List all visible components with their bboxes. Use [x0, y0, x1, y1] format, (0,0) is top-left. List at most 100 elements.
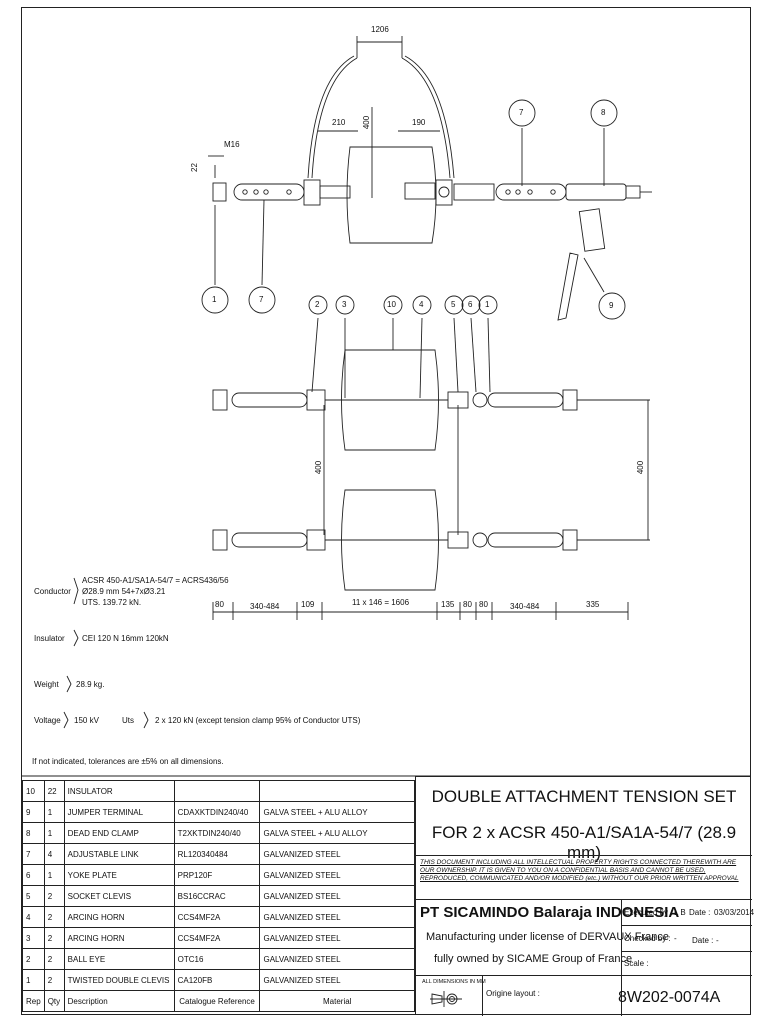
cell-desc: ARCING HORN	[63, 927, 175, 949]
cell-rep: 6	[22, 864, 45, 886]
voltage-value: 150 kV	[74, 716, 99, 725]
cell-ref: BS16CCRAC	[173, 885, 261, 907]
cell-rep: 9	[22, 801, 45, 823]
date-value: 03/03/2014	[714, 908, 755, 917]
weight-value: 28.9 kg.	[76, 680, 105, 689]
cell-qty: 1	[43, 822, 65, 844]
cell-material: GALVANIZED STEEL	[259, 927, 415, 949]
cell-material: GALVANIZED STEEL	[259, 885, 415, 907]
dim-bottom-0: 80	[215, 600, 224, 609]
checked-by-label: Checked by :	[624, 934, 671, 943]
cell-desc: INSULATOR	[63, 780, 175, 802]
conductor-label: Conductor	[34, 587, 71, 596]
dim-1206: 1206	[371, 25, 389, 34]
cell-desc: SOCKET CLEVIS	[63, 885, 175, 907]
dim-bottom-1: 340-484	[250, 602, 280, 611]
header-material: Material	[259, 990, 415, 1012]
cell-rep: 10	[22, 780, 45, 802]
dim-bottom-3: 11 x 146 = 1606	[352, 598, 410, 607]
cell-ref: T2XKTDIN240/40	[173, 822, 261, 844]
cell-qty: 2	[43, 948, 65, 970]
license-line-2: fully owned by SICAME Group of France	[434, 953, 633, 965]
drawing-title-line-2: FOR 2 x ACSR 450-A1/SA1A-54/7 (28.9 mm)	[431, 823, 737, 862]
uts-label: Uts	[122, 716, 134, 725]
dim-400-right: 400	[636, 460, 646, 475]
balloon-top-0: 7	[519, 108, 524, 117]
cell-rep: 2	[22, 948, 45, 970]
balloon-mid-1: 3	[342, 300, 347, 309]
license-line-1: Manufacturing under license of DERVAUX F…	[426, 931, 669, 943]
cell-desc: DEAD END CLAMP	[63, 822, 175, 844]
drawing-title-line-1: DOUBLE ATTACHMENT TENSION SET	[431, 787, 737, 806]
balloon-mid-0: 2	[315, 300, 320, 309]
cell-qty: 2	[43, 885, 65, 907]
date2-value: -	[716, 936, 719, 945]
date2-label: Date :	[692, 936, 714, 945]
balloon-mid-6: 1	[485, 300, 490, 309]
cell-desc: BALL EYE	[63, 948, 175, 970]
scale-label: Scale :	[624, 959, 649, 968]
drawing-code: 8W202-0074A	[618, 989, 721, 1006]
dim-400-top: 400	[362, 115, 372, 130]
dim-190: 190	[412, 118, 426, 127]
projection-symbol-icon	[430, 991, 462, 1007]
units-note: ALL DIMENSIONS IN MM	[422, 979, 486, 985]
dim-bottom-6: 80	[479, 600, 488, 609]
balloon-top-2: 1	[212, 295, 217, 304]
executed-by-label: Executed by :	[624, 908, 673, 917]
cell-desc: ADJUSTABLE LINK	[63, 843, 175, 865]
cell-material	[259, 780, 415, 802]
cell-rep: 7	[22, 843, 45, 865]
cell-material: GALVANIZED STEEL	[259, 843, 415, 865]
cell-qty: 22	[43, 780, 65, 802]
cell-ref: PRP120F	[173, 864, 261, 886]
cell-desc: YOKE PLATE	[63, 864, 175, 886]
dim-bottom-7: 340-484	[510, 602, 540, 611]
company-name: PT SICAMINDO Balaraja INDONESIA	[420, 904, 680, 921]
balloon-top-1: 8	[601, 108, 606, 117]
confidentiality-notice: THIS DOCUMENT INCLUDING ALL INTELLECTUAL…	[420, 859, 739, 882]
cell-material: GALVANIZED STEEL	[259, 948, 415, 970]
dim-bottom-2: 109	[301, 600, 315, 609]
dim-210: 210	[332, 118, 346, 127]
cell-qty: 2	[43, 969, 65, 991]
cell-qty: 1	[43, 864, 65, 886]
conductor-line-1: ACSR 450-A1/SA1A-54/7 = ACRS436/56	[82, 576, 229, 585]
dim-bottom-5: 80	[463, 600, 472, 609]
balloon-mid-5: 6	[468, 300, 473, 309]
drawing-sheet-border	[21, 7, 751, 1015]
cell-material: GALVA STEEL + ALU ALLOY	[259, 801, 415, 823]
cell-desc: ARCING HORN	[63, 906, 175, 928]
balloon-mid-3: 4	[419, 300, 424, 309]
voltage-label: Voltage	[34, 716, 61, 725]
cell-qty: 2	[43, 906, 65, 928]
cell-desc: TWISTED DOUBLE CLEVIS	[63, 969, 175, 991]
dim-bottom-4: 135	[441, 600, 455, 609]
balloon-mid-2: 10	[387, 300, 396, 309]
dim-bottom-8: 335	[586, 600, 600, 609]
cell-rep: 8	[22, 822, 45, 844]
cell-ref: RL120340484	[173, 843, 261, 865]
origin-layout-label: Origine layout :	[486, 989, 540, 998]
uts-value: 2 x 120 kN (except tension clamp 95% of …	[155, 716, 361, 725]
header-catalogue-reference: Catalogue Reference	[173, 990, 261, 1012]
cell-ref: OTC16	[173, 948, 261, 970]
header-rep: Rep	[22, 990, 45, 1012]
date-label: Date :	[689, 908, 711, 917]
weight-label: Weight	[34, 680, 59, 689]
cell-ref: CDAXKTDIN240/40	[173, 801, 261, 823]
cell-qty: 2	[43, 927, 65, 949]
